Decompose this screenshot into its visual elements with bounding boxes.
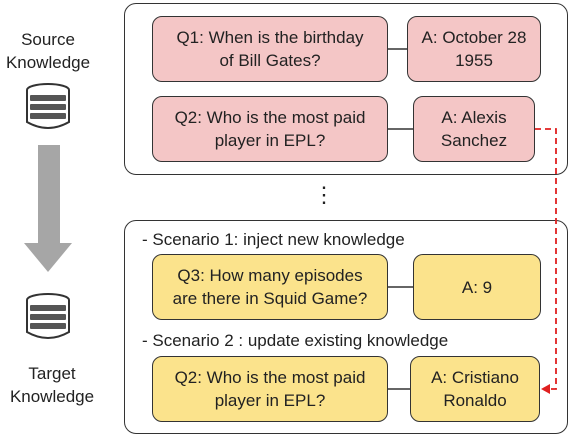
source-knowledge-label: Source Knowledge	[0, 28, 96, 74]
q3-answer: A: 9	[461, 277, 493, 297]
scenario2-title: - Scenario 2 : update existing knowledge	[142, 331, 449, 350]
q2-updated-question-box: Q2: Who is the most paid player in EPL?	[152, 356, 388, 422]
q2-updated-answer-line2: Ronaldo	[443, 391, 507, 410]
source-label-line2: Knowledge	[5, 53, 91, 72]
source-database-icon	[26, 83, 70, 129]
ellipsis: ⋮	[313, 182, 335, 207]
source-label-line1: Source	[21, 30, 75, 49]
q2-answer-box: A: Alexis Sanchez	[413, 96, 535, 162]
q3-question-box: Q3: How many episodes are there in Squid…	[152, 254, 388, 320]
q3-question-line1: Q3: How many episodes	[177, 266, 363, 285]
q3-question-line2: are there in Squid Game?	[172, 289, 368, 308]
q2-updated-question-line2: player in EPL?	[214, 391, 326, 410]
q1-answer-line1: A: October 28	[421, 28, 527, 47]
q1-answer-box: A: October 28 1955	[407, 16, 541, 82]
q1-question-line2: of Bill Gates?	[219, 51, 321, 70]
target-label-line2: Knowledge	[9, 387, 95, 406]
q2-updated-answer-line1: A: Cristiano	[431, 368, 519, 387]
q2-answer-line2: Sanchez	[440, 131, 508, 150]
q3-answer-box: A: 9	[413, 254, 541, 320]
scenario1-title: - Scenario 1: inject new knowledge	[142, 230, 405, 249]
q2-question-box: Q2: Who is the most paid player in EPL?	[152, 96, 388, 162]
q2-question-line2: player in EPL?	[214, 131, 326, 150]
down-arrow-icon	[24, 145, 72, 272]
target-label-line1: Target	[28, 364, 76, 383]
target-knowledge-label: Target Knowledge	[0, 362, 104, 408]
q2-updated-answer-box: A: Cristiano Ronaldo	[410, 356, 540, 422]
q1-answer-line2: 1955	[455, 51, 493, 70]
target-database-icon	[26, 293, 70, 339]
q1-question-box: Q1: When is the birthday of Bill Gates?	[152, 16, 388, 82]
q2-question-line1: Q2: Who is the most paid	[174, 108, 366, 127]
q1-question-line1: Q1: When is the birthday	[176, 28, 364, 47]
q2-updated-question-line1: Q2: Who is the most paid	[174, 368, 366, 387]
q2-answer-line1: A: Alexis	[441, 108, 507, 127]
